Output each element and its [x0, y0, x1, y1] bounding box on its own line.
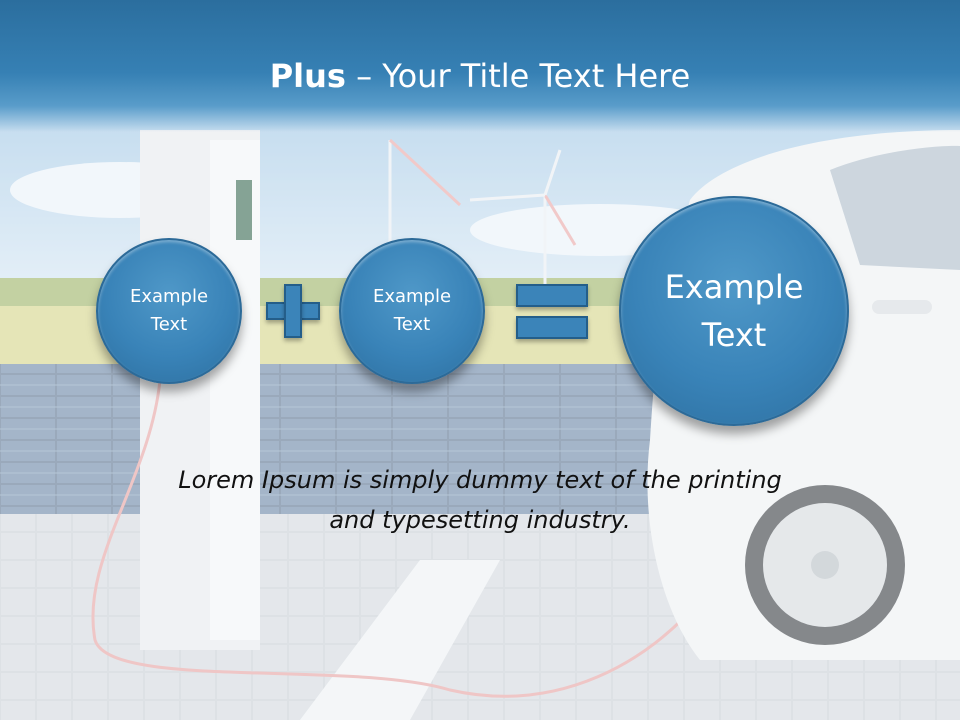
title-bar	[0, 0, 960, 132]
equals-icon-bottom	[516, 316, 588, 339]
solar-panels	[0, 364, 700, 514]
road-marking	[300, 560, 500, 720]
circle-2-line2: Text	[393, 314, 431, 335]
circle-1-line2: Text	[150, 314, 188, 335]
charging-station-display	[236, 180, 252, 240]
circle-2-line1: Example	[372, 286, 452, 307]
body-text: Lorem Ipsum is simply dummy text of the …	[80, 460, 880, 540]
body-text-line2: and typesetting industry.	[329, 506, 631, 534]
circle-3-line1: Example	[664, 268, 804, 306]
equals-icon-top	[516, 284, 588, 307]
example-circle-3[interactable]: Example Text	[619, 196, 849, 426]
plus-icon	[266, 284, 320, 338]
circle-3-line2: Text	[701, 316, 767, 354]
example-circle-1[interactable]: Example Text	[96, 238, 242, 384]
plus-icon-vertical	[284, 284, 302, 338]
slide-title: Plus – Your Title Text Here	[0, 54, 960, 98]
car-door-handle	[872, 300, 932, 314]
circle-1-line1: Example	[129, 286, 209, 307]
body-text-line1: Lorem Ipsum is simply dummy text of the …	[178, 466, 782, 494]
car-window	[830, 145, 960, 270]
title-bold: Plus	[269, 57, 346, 95]
car-hub-center	[811, 551, 839, 579]
title-rest: – Your Title Text Here	[345, 57, 691, 95]
example-circle-2[interactable]: Example Text	[339, 238, 485, 384]
wind-turbine	[469, 149, 577, 290]
